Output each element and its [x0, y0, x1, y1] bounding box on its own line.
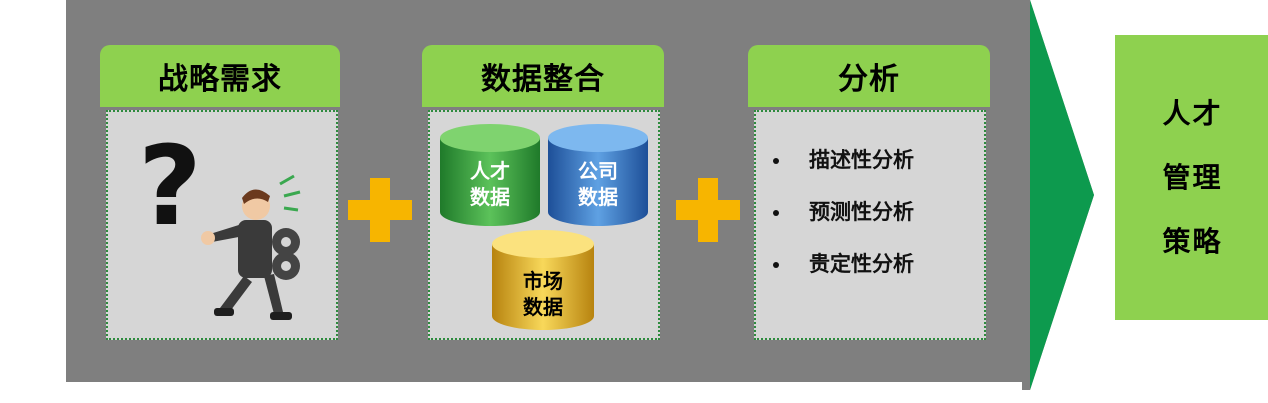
analysis-item: 预测性分析 [765, 192, 914, 244]
plus-icon-1 [348, 178, 412, 242]
result-line1: 人才 [1162, 96, 1223, 130]
result-line3: 策略 [1162, 224, 1223, 258]
data-header: 数据整合 [422, 45, 664, 107]
plus-icon-2 [676, 178, 740, 242]
analysis-item-label: 描述性分析 [809, 148, 914, 172]
data-title: 数据整合 [481, 62, 605, 97]
businessman-question-illustration: ? [138, 122, 301, 320]
talent-line1: 人才 [470, 159, 510, 183]
bullet-icon [773, 210, 779, 216]
market-cylinder-label: 市场 数据 [488, 268, 598, 320]
market-line2: 数据 [523, 295, 563, 319]
analysis-header: 分析 [748, 45, 990, 107]
talent-cylinder-label: 人才 数据 [436, 158, 544, 210]
bullet-icon [773, 158, 779, 164]
arrow-chevron [1022, 0, 1094, 390]
company-cylinder [548, 124, 648, 226]
result-box: 人才 管理 策略 [1115, 35, 1268, 320]
strategy-title: 战略需求 [158, 62, 282, 97]
analysis-item-label: 预测性分析 [809, 200, 914, 224]
svg-text:?: ? [138, 122, 202, 250]
strategy-header: 战略需求 [100, 45, 340, 107]
analysis-item-label: 贵定性分析 [809, 252, 914, 276]
company-line2: 数据 [578, 185, 618, 209]
result-line2: 管理 [1162, 160, 1223, 194]
company-line1: 公司 [578, 159, 618, 183]
analysis-item: 描述性分析 [765, 140, 914, 192]
company-cylinder-label: 公司 数据 [544, 158, 652, 210]
bullet-icon [773, 262, 779, 268]
market-line1: 市场 [523, 269, 563, 293]
analysis-item: 贵定性分析 [765, 244, 914, 296]
analysis-list: 描述性分析 预测性分析 贵定性分析 [765, 140, 914, 296]
market-cylinder [492, 230, 594, 330]
talent-cylinder [440, 124, 540, 226]
analysis-title: 分析 [838, 62, 900, 97]
analysis-card [754, 110, 986, 340]
talent-line2: 数据 [470, 185, 510, 209]
strategy-card: ? [106, 110, 338, 340]
